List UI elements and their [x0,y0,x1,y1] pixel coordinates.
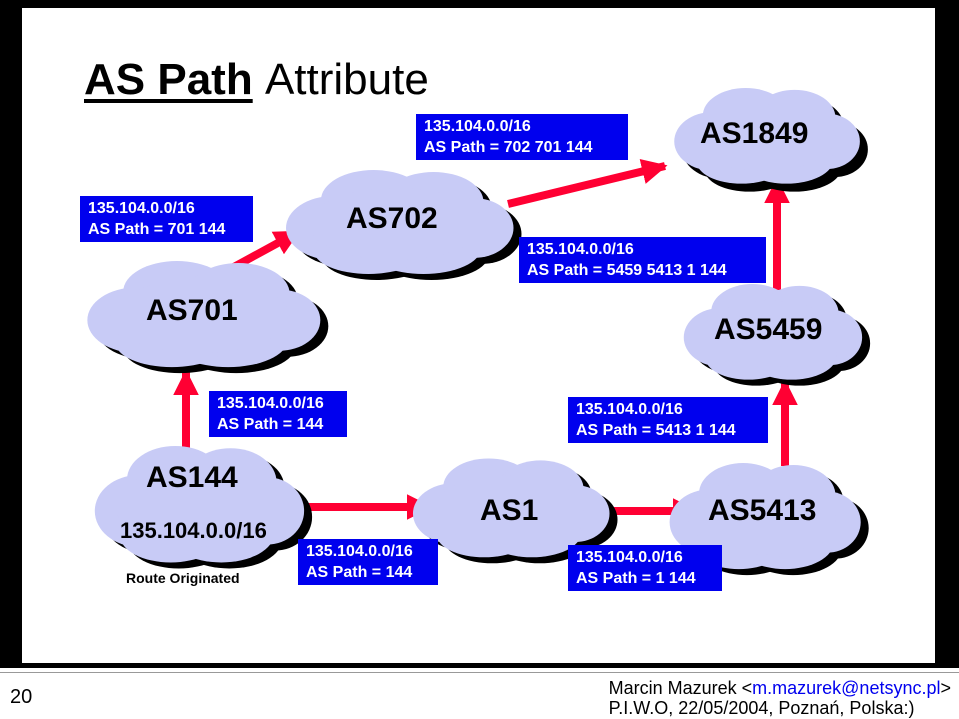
cloud-name-as5413: AS5413 [708,494,817,527]
path-label-to-as702: 135.104.0.0/16 AS Path = 701 144 [80,196,253,242]
path-label-as-path: AS Path = 144 [306,564,413,581]
author-end: > [940,678,951,698]
origin-prefix: 135.104.0.0/16 [120,518,267,543]
cloud-name-as1: AS1 [480,494,539,527]
path-label-from-as5459: 135.104.0.0/16 AS Path = 5459 5413 1 144 [519,237,766,283]
page-number: 20 [10,686,33,708]
cloud-name-as702: AS702 [346,202,438,235]
as-path-diagram [87,88,871,576]
cloud-name-as1849: AS1849 [700,117,809,150]
origin-caption: Route Originated [126,570,240,586]
author-email-link[interactable]: m.mazurek@netsync.pl [752,678,941,698]
path-label-prefix: 135.104.0.0/16 [576,549,683,566]
path-label-as-path: AS Path = 5459 5413 1 144 [527,262,727,279]
event-line: P.I.W.O, 22/05/2004, Poznań, Polska:) [608,698,915,718]
path-label-prefix: 135.104.0.0/16 [527,241,634,258]
arrow-as701-to-as702 [230,228,301,272]
path-label-prefix: 135.104.0.0/16 [88,200,195,217]
path-label-prefix: 135.104.0.0/16 [576,401,683,418]
path-label-to-as701: 135.104.0.0/16 AS Path = 144 [209,391,347,437]
footer-divider [0,672,959,673]
path-label-as-path: AS Path = 702 701 144 [424,139,593,156]
cloud-name-as144: AS144 [146,461,238,494]
path-label-to-as5459: 135.104.0.0/16 AS Path = 5413 1 144 [568,397,768,443]
title-bold: AS Path [84,55,253,104]
author-name: Marcin Mazurek < [608,678,753,698]
path-label-as-path: AS Path = 144 [217,416,324,433]
slide-title: AS Path Attribute [84,54,429,106]
cloud-name-as701: AS701 [146,294,238,327]
path-label-to-as1849: 135.104.0.0/16 AS Path = 702 701 144 [416,114,628,160]
title-light: Attribute [264,55,429,104]
footer-credits: Marcin Mazurek <m.mazurek@netsync.pl> P.… [609,678,951,718]
path-label-as-path: AS Path = 701 144 [88,221,226,238]
author-line: Marcin Mazurek <m.mazurek@netsync.pl> [609,678,951,698]
path-label-prefix: 135.104.0.0/16 [424,118,531,135]
cloud-name-as5459: AS5459 [714,313,823,346]
path-label-as-path: AS Path = 5413 1 144 [576,422,736,439]
path-label-as-path: AS Path = 1 144 [576,570,696,587]
path-label-to-as1: 135.104.0.0/16 AS Path = 144 [298,539,438,585]
arrow-as702-to-as1849 [507,158,668,208]
path-label-prefix: 135.104.0.0/16 [217,395,324,412]
path-label-prefix: 135.104.0.0/16 [306,543,413,560]
path-label-to-as5413: 135.104.0.0/16 AS Path = 1 144 [568,545,722,591]
